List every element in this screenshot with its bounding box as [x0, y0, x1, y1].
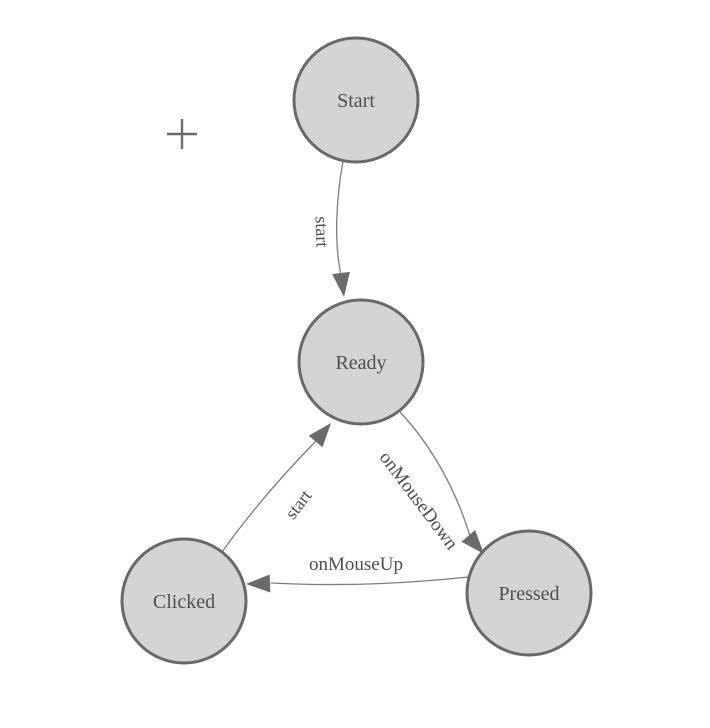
arrowhead-icon: [246, 574, 271, 593]
state-circle[interactable]: [297, 298, 425, 426]
edge-path[interactable]: [221, 440, 317, 553]
state-label: Clicked: [153, 591, 215, 613]
edge-label: start: [281, 486, 316, 523]
state-circle[interactable]: [292, 36, 420, 164]
state-label-circle[interactable]: [465, 529, 593, 657]
arrowhead-icon: [461, 530, 484, 554]
edge-label: onMouseDown: [375, 448, 463, 555]
edge-clicked-to-ready[interactable]: start: [221, 423, 331, 553]
state-node-start[interactable]: Start: [292, 36, 420, 164]
edge-label: start: [311, 216, 332, 248]
state-label: Ready: [335, 352, 386, 374]
state-node-clicked[interactable]: Clicked: [120, 537, 248, 665]
state-circle[interactable]: [120, 537, 248, 665]
edge-path[interactable]: [336, 160, 344, 276]
edge-pressed-to-clicked[interactable]: onMouseUp: [246, 554, 469, 593]
edge-ready-to-pressed[interactable]: onMouseDown: [375, 411, 484, 555]
edge-path[interactable]: [270, 576, 469, 586]
crosshair-cursor-icon: [167, 119, 197, 149]
state-node-pressed[interactable]: Pressed: [465, 529, 593, 657]
arrowhead-icon: [332, 271, 350, 297]
state-label: Start: [337, 90, 375, 112]
state-label: Pressed: [498, 583, 559, 605]
edge-path[interactable]: [399, 411, 471, 537]
edge-label: onMouseUp: [309, 554, 403, 575]
state-node-ready[interactable]: Ready: [297, 298, 425, 426]
arrowhead-icon: [308, 423, 331, 448]
edge-start-to-ready[interactable]: start: [311, 160, 350, 297]
